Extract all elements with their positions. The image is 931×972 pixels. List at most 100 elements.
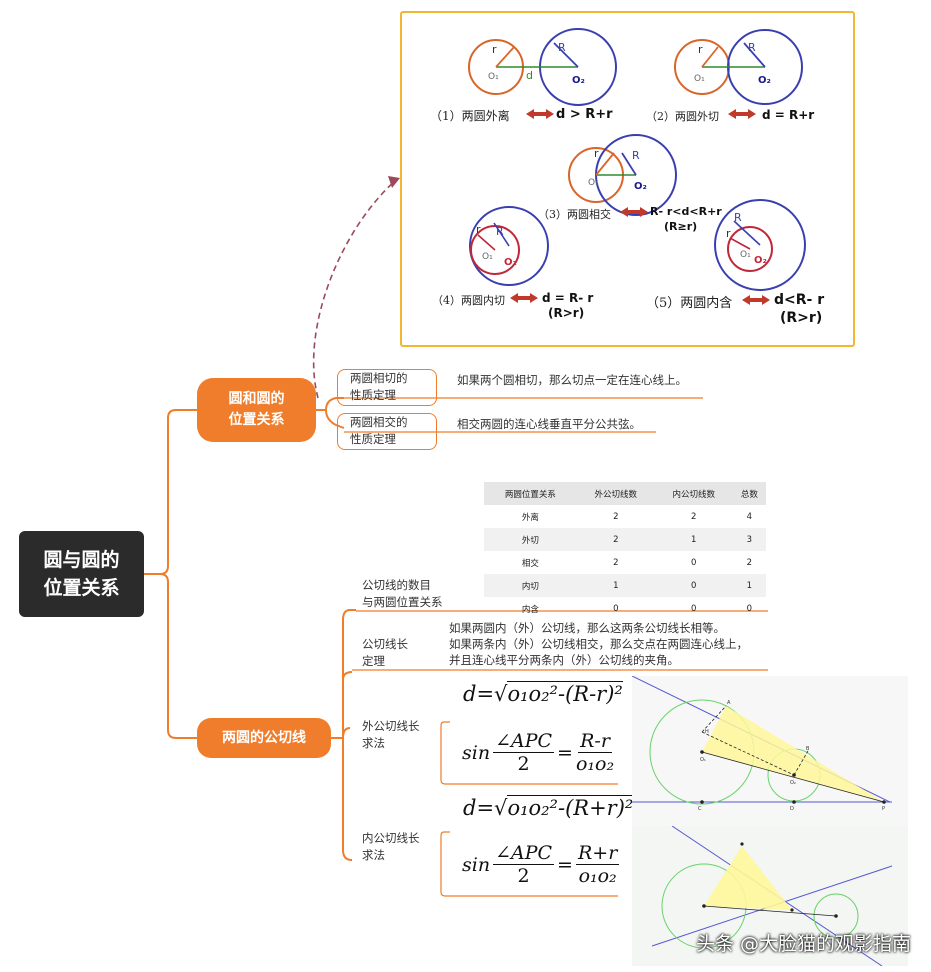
p1-o1: O₁ — [488, 72, 499, 82]
outer-angle-den: 2 — [517, 753, 530, 775]
tangent-length-label1: 公切线长 — [362, 637, 408, 651]
p3-relation1: R- r<d<R+r — [650, 205, 722, 218]
outer-sin: sin — [462, 741, 491, 764]
tangent-count-label2: 与两圆位置关系 — [362, 595, 443, 609]
p4-o2: O₂ — [504, 257, 517, 268]
p5-caption: （5）两圆内含 — [646, 296, 733, 311]
p5-o1: O₁ — [740, 250, 751, 260]
inner-ratio-den: o₁o₂ — [578, 865, 617, 887]
p4-relation2: (R>r) — [548, 306, 585, 320]
root-line2: 位置关系 — [43, 577, 120, 599]
table-cell: 4 — [746, 511, 753, 522]
inner-length-formula: d=√o₁o₂²-(R+r)² — [463, 795, 634, 820]
p2-R: R — [748, 41, 756, 54]
p3-R: R — [632, 149, 640, 162]
table-cell: 2 — [576, 528, 655, 551]
branch1-line1: 圆和圆的 — [228, 391, 285, 407]
table-cell: 0 — [613, 603, 619, 614]
tangent-property-text: 如果两个圆相切，那么切点一定在连心线上。 — [457, 373, 687, 387]
p2-caption: （2）两圆外切 — [646, 110, 719, 123]
p4-R: R — [496, 225, 504, 238]
inner-ratio-num: R+r — [575, 842, 620, 865]
p3-o2: O₂ — [634, 181, 647, 192]
inner-method-label2: 求法 — [362, 848, 385, 862]
p3-o1: O₁ — [588, 178, 599, 188]
table-header: 两圆位置关系 — [484, 482, 577, 505]
inner-angle-num: ∠APC — [493, 842, 555, 865]
tangent-length-line3: 并且连心线平分两条内（外）公切线的夹角。 — [449, 653, 679, 667]
branch-common-tangent[interactable]: 两圆的公切线 — [197, 718, 331, 758]
p2-o2: O₂ — [758, 75, 771, 86]
p4-r: r — [476, 223, 481, 236]
table-cell: 1 — [732, 574, 766, 597]
position-relations-figure: r R O₁ O₂ d r R O₁ O₂ r R O₁ O₂ r R O₁ O… — [400, 11, 855, 347]
p1-d: d — [526, 69, 533, 82]
root-line1: 圆与圆的 — [43, 549, 120, 571]
p4-caption: （4）两圆内切 — [432, 294, 505, 307]
tangent-length-line2: 如果两条内（外）公切线相交，那么交点在两圆连心线上， — [449, 637, 748, 651]
branch1-line2: 位置关系 — [228, 412, 285, 428]
tangent-count-node[interactable]: 公切线的数目 与两圆位置关系 — [362, 577, 443, 611]
tangent-property-label1: 两圆相切的 — [350, 371, 408, 385]
p1-relation: d > R+r — [556, 107, 613, 122]
outer-method-label1: 外公切线长 — [362, 719, 420, 733]
table-cell: 1 — [654, 528, 733, 551]
arrow-2 — [728, 109, 756, 119]
intersect-property-node[interactable]: 两圆相交的 性质定理 — [337, 413, 437, 450]
branch2-label: 两圆的公切线 — [222, 729, 306, 746]
root-node[interactable]: 圆与圆的 位置关系 — [19, 531, 144, 617]
arrow-4 — [510, 293, 538, 303]
table-cell: 3 — [732, 528, 766, 551]
p4-o1: O₁ — [482, 252, 493, 262]
p1-caption: （1）两圆外离 — [430, 109, 510, 123]
watermark: 头条 @大脸猫的观影指南 — [695, 933, 911, 955]
fig-label-a: A — [727, 700, 731, 706]
outer-method-label2: 求法 — [362, 736, 385, 750]
table-cell: 相交 — [521, 558, 539, 569]
outer-tangent-method-node[interactable]: 外公切线长 求法 — [362, 718, 420, 752]
intersect-property-label2: 性质定理 — [350, 432, 396, 446]
table-cell: 2 — [746, 557, 753, 568]
p3-r: r — [594, 147, 599, 160]
outer-length-formula: d=√o₁o₂²-(R-r)² — [463, 681, 623, 706]
p2-o1: O₁ — [694, 74, 705, 84]
p3-relation2: (R≥r) — [664, 220, 698, 233]
outer-ratio-den: o₁o₂ — [575, 753, 615, 775]
table-cell: 外离 — [521, 512, 539, 523]
outer-formula-radicand: o₁o₂²-(R-r)² — [507, 681, 623, 706]
tangent-property-node[interactable]: 两圆相切的 性质定理 — [337, 369, 437, 406]
outer-tangent-figure: A H B O₁ O₂ C D P — [632, 676, 908, 828]
inner-formula-lhs: d= — [463, 796, 495, 820]
inner-tangent-method-node[interactable]: 内公切线长 求法 — [362, 830, 420, 864]
p4-relation1: d = R- r — [542, 291, 594, 305]
arrow-3 — [620, 207, 648, 217]
tangent-length-line1: 如果两圆内（外）公切线，那么这两条公切线长相等。 — [449, 621, 725, 635]
p5-R: R — [734, 211, 742, 224]
p2-relation: d = R+r — [762, 108, 815, 122]
fig-label-o2: O₂ — [790, 780, 796, 786]
table-cell: 2 — [613, 557, 619, 568]
arrow-1 — [526, 109, 554, 119]
fig-label-o1: O₁ — [700, 757, 706, 763]
table-header: 总数 — [732, 482, 766, 505]
table-cell: 2 — [613, 511, 619, 522]
fig-label-b: B — [806, 746, 810, 752]
arrow-5 — [742, 295, 770, 305]
position-relations-diagram: r R O₁ O₂ d r R O₁ O₂ r R O₁ O₂ r R O₁ O… — [468, 28, 806, 305]
p1-r: r — [492, 43, 497, 56]
p5-r: r — [726, 227, 731, 240]
table-header: 外公切线数 — [576, 482, 655, 505]
branch-position-relation[interactable]: 圆和圆的 位置关系 — [197, 378, 316, 442]
p5-relation2: (R>r) — [780, 310, 823, 326]
p2-r: r — [698, 43, 703, 56]
intersect-property-label1: 两圆相交的 — [350, 415, 408, 429]
tangent-length-node[interactable]: 公切线长 定理 — [362, 636, 408, 670]
